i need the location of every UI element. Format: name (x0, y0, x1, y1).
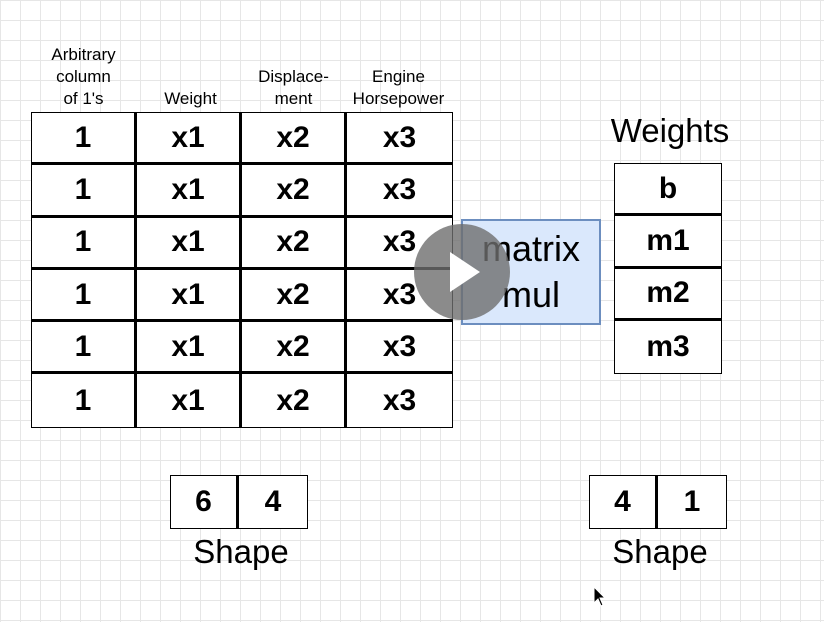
shape-rows: 4 (590, 476, 658, 528)
matrix-cell: x1 (137, 113, 242, 166)
matrix-cell: x3 (347, 270, 452, 323)
play-button[interactable] (414, 224, 510, 320)
matrix-cell: x1 (137, 322, 242, 375)
matrix-cell: 1 (32, 217, 137, 270)
matrix-mul-box: matrix mul (461, 219, 601, 325)
header-arbitrary-ones: Arbitrary column of 1's (51, 45, 116, 108)
cursor-icon (593, 586, 607, 607)
shape-cols: 1 (683, 485, 701, 518)
weights-shape-box: 4 1 (589, 475, 727, 529)
matrix-cell: x2 (242, 165, 347, 218)
shape-cols: 4 (264, 485, 282, 518)
matrix-cell: x2 (242, 374, 347, 427)
header-horsepower: Engine Horsepower (352, 67, 445, 108)
weights-vector: b m1 m2 m3 (614, 163, 722, 375)
weights-shape-label: Shape (612, 533, 708, 570)
shape-rows: 6 (171, 476, 239, 528)
matrix-cell: x3 (347, 165, 452, 218)
matrix-cell: 1 (32, 374, 137, 427)
matrix-cell: 1 (32, 269, 137, 323)
matrix-cell: x2 (242, 217, 347, 270)
data-shape-label: Shape (193, 533, 289, 570)
matrix-cell: x3 (382, 383, 417, 417)
matrix-cell: x3 (347, 218, 452, 270)
matrix-cell: x2 (242, 113, 347, 166)
header-displacement: Displace- ment (258, 67, 329, 108)
matrix-cell: 1 (32, 113, 137, 166)
weight-cell-m3: m3 (646, 330, 690, 364)
matrix-mul-line2: mul (501, 274, 560, 315)
matrix-cell: x1 (137, 269, 242, 323)
weights-title: Weights (610, 112, 730, 149)
matrix-cell: x3 (347, 322, 452, 375)
data-matrix: 1 x1 x2 x3 1 x1 x2 x3 1 x1 x2 x3 1 x1 x2… (31, 112, 453, 428)
weight-cell-m1: m1 (615, 216, 721, 269)
weight-cell-m2: m2 (615, 269, 721, 321)
weight-cell-b: b (615, 164, 721, 217)
play-icon (450, 252, 480, 292)
matrix-cell: x2 (242, 322, 347, 375)
matrix-cell: x1 (137, 165, 242, 218)
matrix-cell: x1 (137, 217, 242, 270)
matrix-cell: x1 (137, 374, 242, 427)
matrix-cell: 1 (32, 322, 137, 375)
data-shape-box: 6 4 (170, 475, 308, 529)
matrix-cell: x3 (347, 113, 452, 166)
matrix-cell: x2 (242, 269, 347, 323)
matrix-cell: 1 (32, 165, 137, 218)
header-weight: Weight (164, 89, 217, 108)
